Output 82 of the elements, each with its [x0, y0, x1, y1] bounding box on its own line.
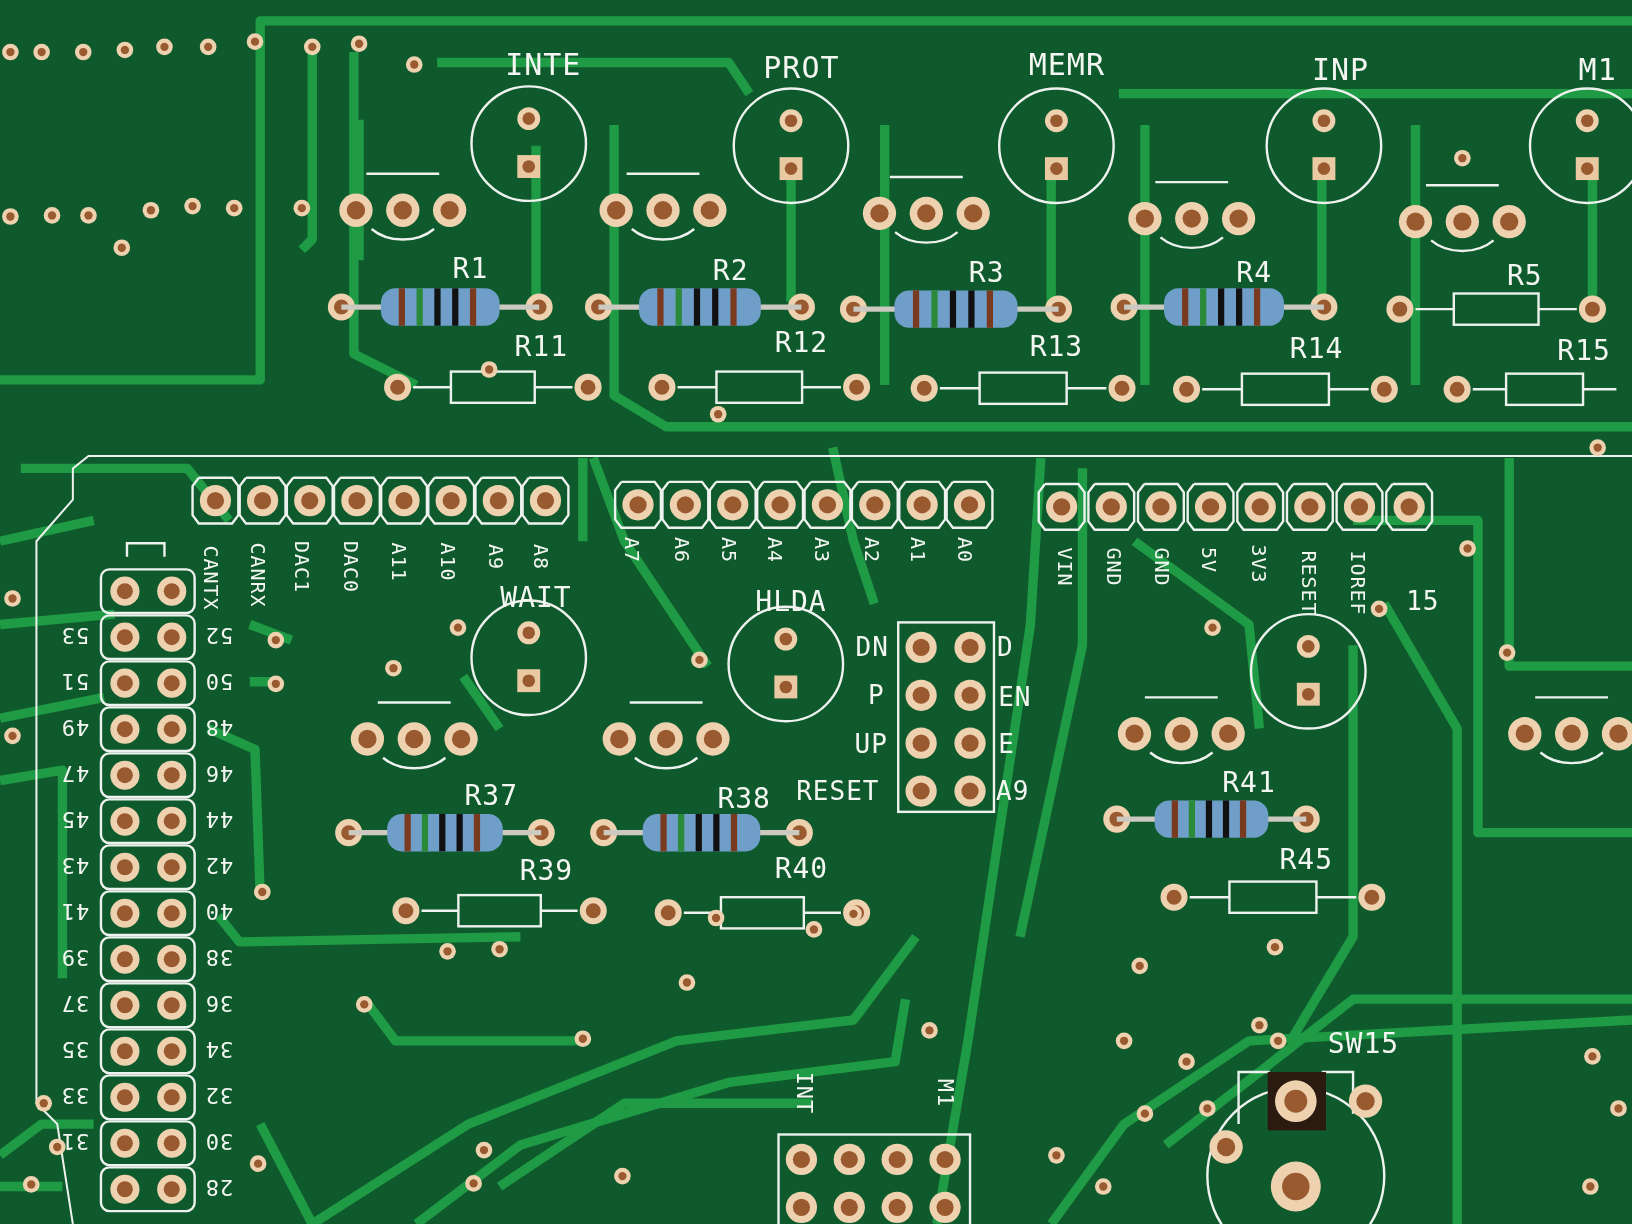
silkscreen-label: R12	[774, 329, 829, 358]
silkscreen-label: R38	[717, 785, 771, 814]
silkscreen-label: A0	[954, 536, 975, 563]
silkscreen-label: A10	[437, 542, 458, 582]
silkscreen-label: A4	[765, 536, 786, 563]
silkscreen-label: R1	[452, 254, 489, 283]
silkscreen-label: 53	[60, 623, 90, 646]
silkscreen-label: 40	[204, 899, 233, 922]
silkscreen-label: PROT	[763, 52, 840, 83]
silkscreen-label: R3	[968, 258, 1005, 287]
silkscreen-label: P	[868, 682, 885, 709]
silkscreen-label: D	[997, 634, 1014, 661]
silkscreen-label: UP	[854, 731, 888, 758]
silkscreen-label: 36	[204, 991, 233, 1014]
silkscreen-label: 46	[204, 761, 233, 784]
silkscreen-label: DN	[855, 634, 889, 661]
silkscreen-label: 44	[204, 807, 233, 830]
silkscreen-label: A5	[718, 536, 739, 563]
silkscreen-label: 5V	[1199, 546, 1220, 573]
silkscreen-label: R11	[514, 332, 568, 361]
silkscreen-label: 33	[60, 1083, 90, 1106]
silkscreen-label: 51	[60, 669, 90, 692]
silkscreen-label: 37	[60, 991, 90, 1014]
silkscreen-label: R2	[712, 256, 749, 285]
silkscreen-label: 47	[60, 761, 90, 784]
silkscreen-label: RESET	[796, 778, 880, 804]
silkscreen-label: 34	[204, 1037, 233, 1060]
silkscreen-label: A1	[908, 536, 928, 563]
silkscreen-label: R41	[1222, 768, 1276, 797]
silkscreen-label: R14	[1289, 334, 1344, 363]
silkscreen-label: 30	[204, 1129, 233, 1152]
silkscreen-label: R45	[1279, 845, 1333, 874]
silkscreen-label: A11	[388, 542, 409, 582]
silkscreen-label: 32	[204, 1083, 233, 1106]
silkscreen-label: A3	[812, 536, 833, 563]
silkscreen-label: 15	[1406, 587, 1440, 614]
silkscreen-label: INT	[792, 1071, 815, 1115]
silkscreen-label: IOREF	[1348, 550, 1369, 616]
silkscreen-label: A7	[621, 536, 642, 563]
silkscreen-label: R40	[774, 855, 829, 884]
silkscreen-label: 42	[204, 853, 233, 876]
silkscreen-label: R13	[1029, 332, 1084, 361]
silkscreen-label: 3V3	[1249, 544, 1270, 584]
silkscreen-label: E	[998, 731, 1015, 758]
silkscreen-label: CANRX	[248, 541, 269, 608]
silkscreen-label: 43	[60, 853, 90, 876]
silkscreen-label: CANTX	[201, 545, 222, 611]
silkscreen-label: DAC1	[291, 541, 312, 594]
silkscreen-label: INTE	[505, 49, 582, 80]
silkscreen-label: VIN	[1054, 547, 1075, 587]
silkscreen-label: 35	[60, 1037, 90, 1060]
silkscreen-label: A9	[486, 543, 507, 570]
silkscreen-label: R15	[1557, 336, 1611, 365]
silkscreen-label: GND	[1103, 547, 1124, 587]
silkscreen-label: R5	[1506, 261, 1543, 290]
silkscreen-label: A2	[862, 536, 883, 563]
silkscreen-label: R37	[464, 782, 519, 811]
silkscreen-label: R4	[1236, 258, 1273, 287]
silkscreen-label: EN	[998, 684, 1032, 711]
silkscreen-label: M1	[934, 1078, 957, 1108]
silkscreen-label: INP	[1311, 54, 1370, 85]
silkscreen-label: 38	[204, 945, 233, 968]
silkscreen-label: DAC0	[340, 541, 361, 594]
silkscreen-label: 39	[60, 945, 90, 968]
silkscreen-label: 48	[204, 715, 233, 738]
silkscreen-label: A8	[531, 543, 552, 570]
silkscreen-label: 45	[60, 807, 90, 830]
silkscreen-label: A6	[671, 536, 692, 563]
silkscreen-label: GND	[1151, 547, 1172, 587]
silkscreen-label: 41	[60, 899, 90, 922]
silkscreen-label: 50	[204, 669, 233, 692]
silkscreen-label: RESET	[1299, 550, 1320, 616]
silkscreen-label: 49	[60, 715, 90, 738]
silkscreen-label: 52	[204, 623, 233, 646]
silkscreen-label: M1	[1578, 54, 1617, 85]
silkscreen-label: A9	[996, 778, 1030, 804]
silkscreen-label: 28	[204, 1175, 233, 1198]
silkscreen-label: HLDA	[755, 587, 827, 616]
silkscreen-label: R39	[519, 857, 574, 886]
silkscreen-label: SW15	[1327, 1029, 1400, 1058]
silkscreen-label: MEMR	[1028, 49, 1105, 80]
silkscreen-label: 31	[60, 1129, 90, 1152]
